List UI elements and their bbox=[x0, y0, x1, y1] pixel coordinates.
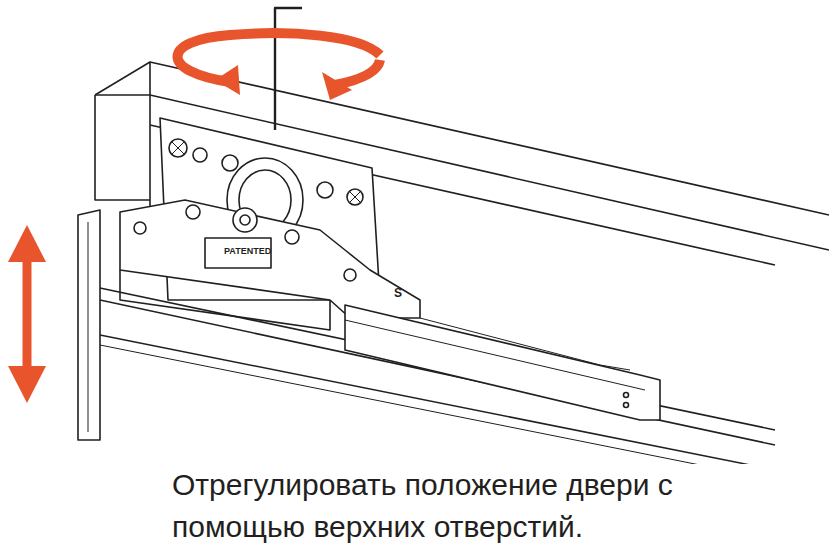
part-label: S bbox=[394, 286, 402, 300]
part-label: PATENTED bbox=[224, 246, 271, 256]
caption-text: Отрегулировать положение двери с помощью… bbox=[168, 464, 816, 548]
